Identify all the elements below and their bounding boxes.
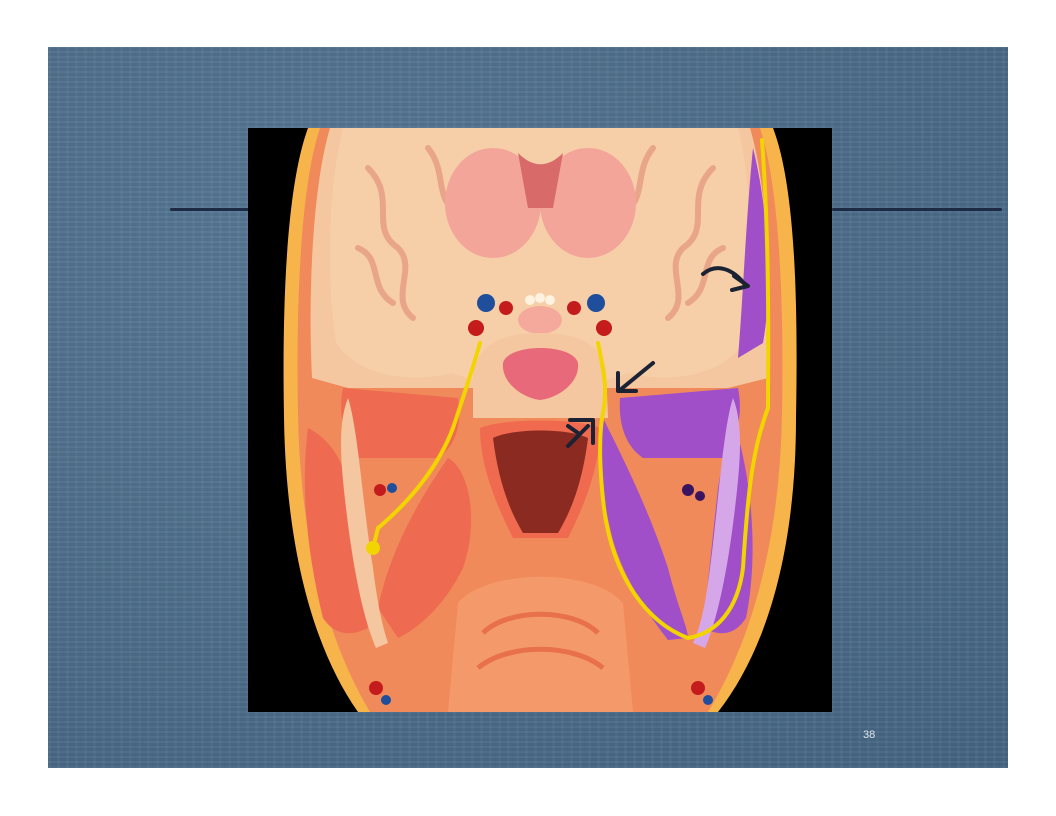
right-temporalis	[738, 148, 769, 358]
left-masseter	[304, 428, 368, 634]
brain	[329, 128, 751, 388]
left-lateral-pterygoid	[341, 388, 460, 458]
pituitary	[518, 306, 562, 334]
right-thalamus	[540, 148, 636, 258]
right-mandible	[693, 398, 740, 648]
right-lateral-pterygoid	[619, 388, 740, 458]
left-thalamus	[445, 148, 541, 258]
curved-arrow-head	[730, 274, 750, 292]
pointer-arrows	[566, 266, 750, 448]
title-rule-right	[832, 208, 1002, 211]
ventricle	[518, 153, 563, 208]
sphenoid-sinus	[502, 348, 579, 400]
straight-arrow	[618, 361, 655, 392]
page-number: 38	[863, 729, 876, 741]
nerve-ganglion	[366, 541, 380, 555]
tongue	[448, 576, 633, 712]
vessel	[499, 301, 513, 315]
left-medial-pterygoid	[378, 458, 472, 638]
vessel	[587, 294, 605, 312]
vessel	[567, 301, 581, 315]
right-medial-pterygoid	[599, 418, 688, 640]
open-arrow	[566, 418, 595, 448]
slide-background: 38	[48, 47, 1008, 768]
anatomy-illustration	[248, 128, 832, 712]
trigeminal-nerve	[371, 138, 771, 641]
straight-arrow-head	[616, 371, 638, 393]
vessel	[468, 320, 484, 336]
coronal-head-diagram	[283, 128, 797, 712]
vessel	[477, 294, 495, 312]
title-rule-left	[170, 208, 260, 211]
left-mandible	[341, 398, 388, 648]
vessel	[596, 320, 612, 336]
airway	[493, 430, 588, 533]
